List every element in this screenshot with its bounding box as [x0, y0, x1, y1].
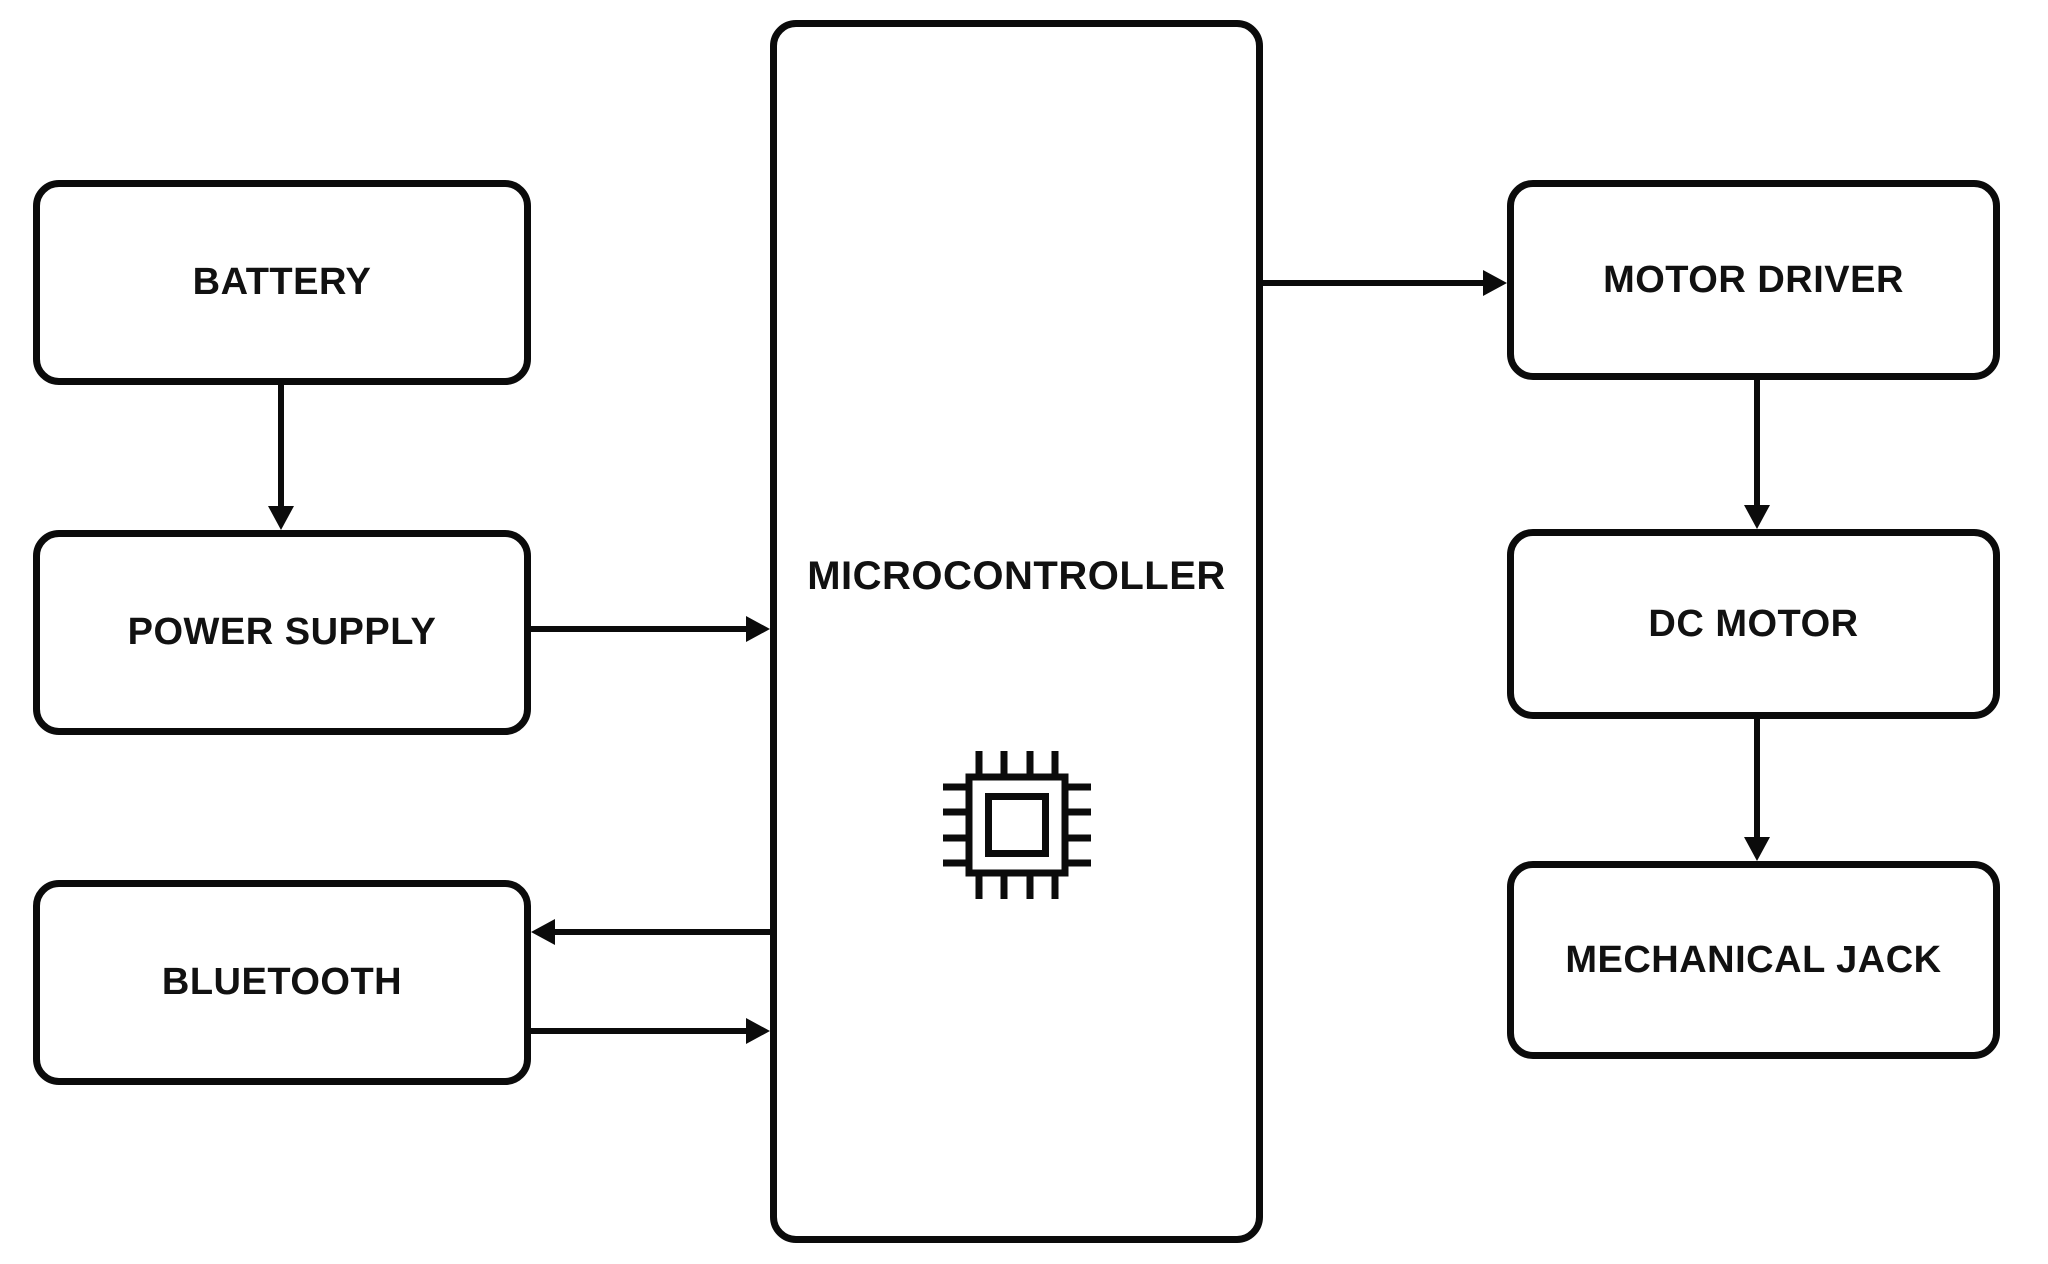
arrow-microcontroller-to-motor-driver	[1263, 270, 1507, 296]
arrow-bluetooth-to-microcontroller	[531, 1018, 770, 1044]
arrow-dc-motor-to-mechanical-jack	[1744, 719, 1770, 861]
arrow-microcontroller-to-bluetooth	[531, 919, 770, 945]
node-battery-label: BATTERY	[192, 261, 372, 303]
node-microcontroller-label: MICROCONTROLLER	[807, 554, 1226, 598]
arrow-motor-driver-to-dc-motor	[1744, 380, 1770, 529]
node-mechanical-jack: MECHANICAL JACK	[1507, 861, 2000, 1059]
node-power-supply: POWER SUPPLY	[33, 530, 531, 735]
arrow-battery-to-power-supply	[268, 385, 294, 530]
node-mechanical-jack-label: MECHANICAL JACK	[1565, 938, 1942, 981]
node-microcontroller: MICROCONTROLLER	[770, 20, 1263, 1243]
node-bluetooth-label: BLUETOOTH	[161, 961, 403, 1003]
node-dc-motor: DC MOTOR	[1507, 529, 2000, 719]
node-battery: BATTERY	[33, 180, 531, 385]
node-motor-driver: MOTOR DRIVER	[1507, 180, 2000, 380]
microchip-icon	[942, 751, 1091, 899]
arrow-power-supply-to-microcontroller	[531, 616, 770, 642]
node-bluetooth: BLUETOOTH	[33, 880, 531, 1085]
node-power-supply-label: POWER SUPPLY	[127, 611, 437, 653]
node-dc-motor-label: DC MOTOR	[1648, 602, 1859, 645]
node-motor-driver-label: MOTOR DRIVER	[1603, 258, 1904, 301]
